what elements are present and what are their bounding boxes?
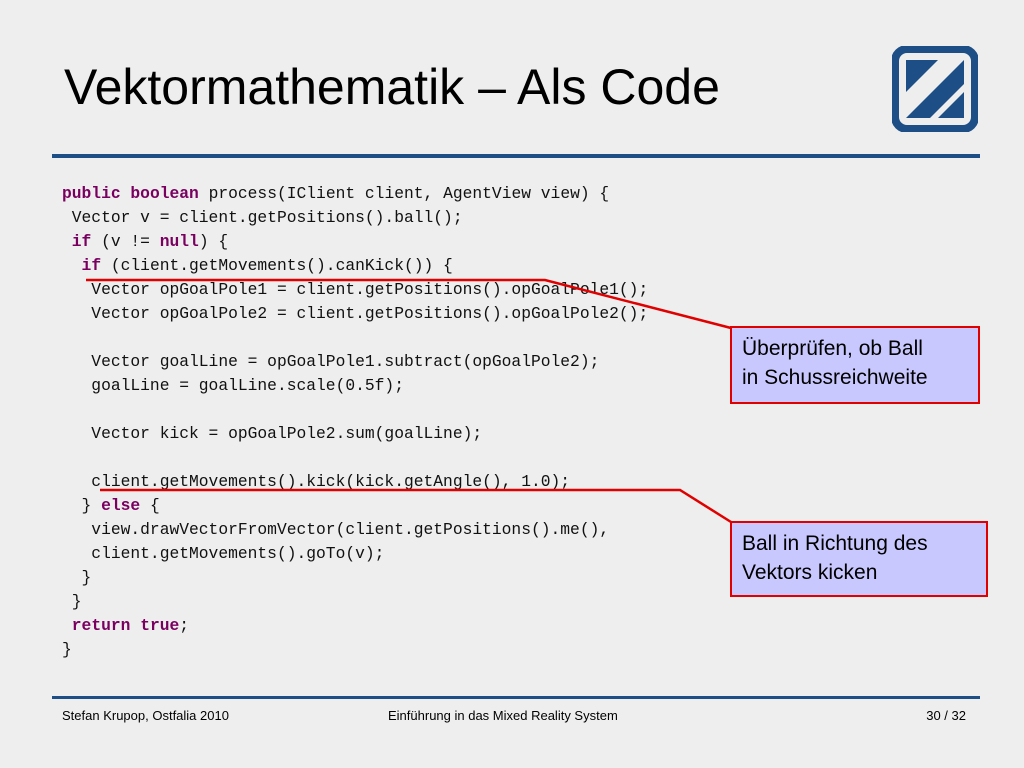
code-keyword: null bbox=[159, 232, 199, 251]
code-text: Vector v = client.getPositions().ball(); bbox=[62, 208, 463, 227]
code-line: Vector opGoalPole2 = client.getPositions… bbox=[62, 302, 648, 326]
code-text: { bbox=[140, 496, 160, 515]
header-divider bbox=[52, 154, 980, 158]
code-line bbox=[62, 326, 648, 350]
code-text: view.drawVectorFromVector(client.getPosi… bbox=[62, 520, 610, 539]
code-keyword: return bbox=[71, 616, 131, 635]
code-text: } bbox=[62, 568, 92, 587]
code-keyword: if bbox=[81, 256, 102, 275]
code-line: client.getMovements().goTo(v); bbox=[62, 542, 648, 566]
code-text: Vector opGoalPole2 = client.getPositions… bbox=[62, 304, 649, 323]
code-text bbox=[130, 616, 140, 635]
code-keyword: if bbox=[71, 232, 92, 251]
code-text bbox=[62, 616, 72, 635]
slide-title: Vektormathematik – Als Code bbox=[64, 59, 720, 115]
code-line: if (v != null) { bbox=[62, 230, 648, 254]
footer-divider bbox=[52, 696, 980, 699]
code-text: Vector kick = opGoalPole2.sum(goalLine); bbox=[62, 424, 483, 443]
page-number: 30 / 32 bbox=[926, 708, 966, 723]
callout-kick-direction: Ball in Richtung des Vektors kicken bbox=[730, 521, 988, 597]
code-keyword: else bbox=[101, 496, 141, 515]
code-line: Vector goalLine = opGoalPole1.subtract(o… bbox=[62, 350, 648, 374]
callout-kick-range: Überprüfen, ob Ball in Schussreichweite bbox=[730, 326, 980, 404]
code-text bbox=[62, 232, 72, 251]
code-line: Vector opGoalPole1 = client.getPositions… bbox=[62, 278, 648, 302]
code-text: process(IClient client, AgentView view) … bbox=[198, 184, 610, 203]
code-text: } bbox=[62, 640, 72, 659]
code-text: Vector opGoalPole1 = client.getPositions… bbox=[62, 280, 649, 299]
ostfalia-logo-icon bbox=[892, 46, 978, 132]
code-line: if (client.getMovements().canKick()) { bbox=[62, 254, 648, 278]
callout-text: in Schussreichweite bbox=[742, 366, 928, 389]
code-text: ; bbox=[179, 616, 190, 635]
code-line: view.drawVectorFromVector(client.getPosi… bbox=[62, 518, 648, 542]
code-line: return true; bbox=[62, 614, 648, 638]
code-text: } bbox=[62, 592, 82, 611]
code-block: public boolean process(IClient client, A… bbox=[62, 182, 648, 662]
code-keyword: boolean bbox=[130, 184, 199, 203]
code-line: Vector v = client.getPositions().ball(); bbox=[62, 206, 648, 230]
code-line bbox=[62, 446, 648, 470]
code-line: } else { bbox=[62, 494, 648, 518]
callout-text: Überprüfen, ob Ball bbox=[742, 337, 923, 360]
code-line: } bbox=[62, 638, 648, 662]
code-text: Vector goalLine = opGoalPole1.subtract(o… bbox=[62, 352, 600, 371]
code-text bbox=[62, 256, 82, 275]
code-line: } bbox=[62, 590, 648, 614]
callout-text: Vektors kicken bbox=[742, 561, 878, 584]
code-text: (v != bbox=[91, 232, 160, 251]
code-line: client.getMovements().kick(kick.getAngle… bbox=[62, 470, 648, 494]
code-text: (client.getMovements().canKick()) { bbox=[101, 256, 453, 275]
code-text: client.getMovements().goTo(v); bbox=[62, 544, 385, 563]
code-keyword: true bbox=[140, 616, 180, 635]
footer-course: Einführung in das Mixed Reality System bbox=[388, 708, 618, 723]
footer-author: Stefan Krupop, Ostfalia 2010 bbox=[62, 708, 229, 723]
code-text: ) { bbox=[198, 232, 229, 251]
code-keyword: public bbox=[62, 184, 121, 203]
callout-text: Ball in Richtung des bbox=[742, 532, 928, 555]
code-line: } bbox=[62, 566, 648, 590]
code-line: goalLine = goalLine.scale(0.5f); bbox=[62, 374, 648, 398]
code-text: client.getMovements().kick(kick.getAngle… bbox=[62, 472, 571, 491]
code-text: goalLine = goalLine.scale(0.5f); bbox=[62, 376, 404, 395]
code-line: Vector kick = opGoalPole2.sum(goalLine); bbox=[62, 422, 648, 446]
code-line: public boolean process(IClient client, A… bbox=[62, 182, 648, 206]
code-line bbox=[62, 398, 648, 422]
code-text bbox=[121, 184, 131, 203]
code-text: } bbox=[62, 496, 102, 515]
